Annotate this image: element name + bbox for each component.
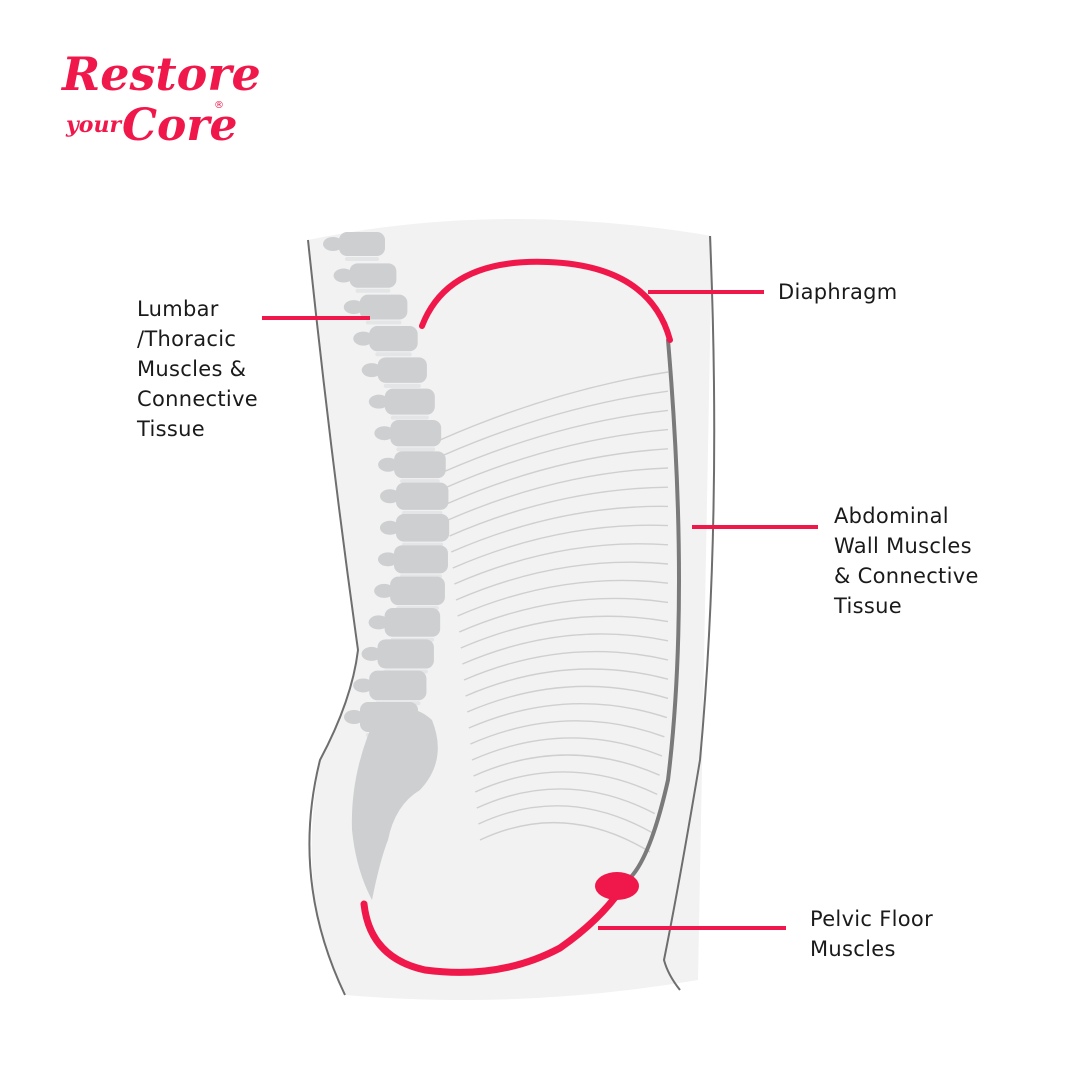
label-abdominal-line-3: & Connective bbox=[834, 564, 979, 588]
label-abdominal-wall: Abdominal Wall Muscles & Connective Tiss… bbox=[834, 501, 979, 621]
label-lumbar-line-5: Tissue bbox=[137, 417, 205, 441]
fiber-line bbox=[458, 597, 669, 633]
vertebra-process bbox=[378, 457, 399, 472]
logo-line-2-large: Core bbox=[122, 100, 238, 151]
label-diaphragm-line-1: Diaphragm bbox=[778, 280, 898, 304]
fiber-line bbox=[478, 805, 653, 834]
vertebra-disc bbox=[375, 352, 412, 357]
vertebra-process bbox=[323, 237, 343, 251]
vertebra-disc bbox=[383, 383, 421, 388]
fiber-line bbox=[466, 685, 669, 713]
fiber-line bbox=[474, 771, 658, 796]
vertebra-process bbox=[343, 300, 364, 315]
vertebra-process bbox=[368, 615, 389, 630]
vertebra-process bbox=[361, 646, 382, 661]
vertebra-disc bbox=[345, 257, 379, 261]
vertebra-process bbox=[353, 678, 374, 693]
vertebra-disc bbox=[390, 415, 429, 420]
fiber-line bbox=[460, 615, 669, 649]
fiber-line bbox=[457, 579, 669, 617]
fiber-line bbox=[439, 371, 669, 441]
fiber-line bbox=[470, 720, 665, 745]
label-lumbar-line-2: /Thoracic bbox=[137, 327, 237, 351]
vertebra-process bbox=[353, 331, 374, 346]
vertebra-process bbox=[374, 426, 395, 441]
vertebra-body bbox=[390, 420, 442, 447]
abdominal-fibers bbox=[439, 371, 669, 853]
vertebra-process bbox=[374, 583, 395, 598]
label-lumbar-line-3: Muscles & bbox=[137, 357, 247, 381]
abdominal-wall-line bbox=[626, 338, 681, 882]
fiber-line bbox=[449, 486, 669, 537]
label-diaphragm: Diaphragm bbox=[778, 277, 898, 307]
fiber-line bbox=[442, 409, 669, 473]
label-pelvic-line-2: Muscles bbox=[810, 937, 896, 961]
label-pelvic-floor: Pelvic Floor Muscles bbox=[810, 904, 933, 964]
logo-line-2-small: your bbox=[65, 112, 122, 138]
fiber-line bbox=[452, 524, 669, 569]
vertebra-process bbox=[379, 520, 400, 535]
fiber-line bbox=[446, 448, 669, 505]
vertebra-body bbox=[359, 294, 408, 320]
vertebra-body bbox=[396, 482, 449, 510]
vertebra-body bbox=[394, 451, 446, 479]
vertebra-body bbox=[377, 357, 427, 383]
spine-vertebrae bbox=[323, 232, 450, 737]
label-abdominal-line-4: Tissue bbox=[834, 594, 902, 618]
logo-line-1: Restore bbox=[60, 47, 261, 101]
vertebra-body bbox=[377, 639, 434, 669]
vertebra-disc bbox=[355, 288, 391, 293]
vertebra-body bbox=[384, 388, 435, 415]
back-outline bbox=[307, 239, 360, 996]
label-abdominal-line-1: Abdominal bbox=[834, 504, 949, 528]
vertebra-process bbox=[343, 710, 364, 724]
label-lumbar-thoracic: Lumbar /Thoracic Muscles & Connective Ti… bbox=[137, 294, 258, 444]
label-lumbar-line-1: Lumbar bbox=[137, 297, 219, 321]
fiber-line bbox=[441, 390, 669, 457]
vertebra-disc bbox=[400, 479, 440, 484]
fiber-line bbox=[454, 543, 669, 585]
front-outline bbox=[662, 235, 716, 991]
diaphragm-arc bbox=[419, 258, 673, 343]
vertebra-disc bbox=[365, 320, 402, 325]
vertebra-body bbox=[369, 326, 418, 352]
vertebra-process bbox=[361, 363, 382, 378]
vertebra-body bbox=[390, 576, 445, 606]
pelvic-floor-node bbox=[595, 872, 639, 900]
fiber-line bbox=[465, 668, 669, 697]
vertebra-body bbox=[369, 670, 427, 701]
vertebra-body bbox=[395, 514, 450, 542]
fiber-line bbox=[479, 821, 651, 853]
fiber-line bbox=[473, 754, 660, 777]
restore-your-core-logo: Restore your Core ® bbox=[60, 47, 261, 151]
vertebra-body bbox=[339, 232, 385, 256]
vertebra-body bbox=[384, 608, 441, 637]
fiber-line bbox=[450, 505, 669, 553]
fiber-line bbox=[476, 788, 656, 815]
label-abdominal-line-2: Wall Muscles bbox=[834, 534, 972, 558]
fiber-line bbox=[447, 467, 669, 521]
vertebra-disc bbox=[402, 510, 443, 515]
fiber-line bbox=[468, 703, 668, 729]
pelvic-floor-curve bbox=[360, 884, 626, 976]
label-pelvic-line-1: Pelvic Floor bbox=[810, 907, 933, 931]
vertebra-process bbox=[333, 268, 354, 283]
fiber-line bbox=[462, 633, 669, 665]
logo-registered-mark: ® bbox=[214, 100, 224, 111]
fiber-line bbox=[455, 561, 669, 601]
fiber-line bbox=[471, 737, 663, 761]
vertebra-process bbox=[380, 489, 401, 504]
fiber-line bbox=[444, 428, 669, 489]
vertebra-process bbox=[377, 552, 398, 567]
vertebra-disc bbox=[396, 447, 436, 452]
vertebra-body bbox=[393, 545, 448, 574]
vertebra-process bbox=[368, 394, 389, 409]
vertebra-body bbox=[349, 263, 397, 288]
label-lumbar-line-4: Connective bbox=[137, 387, 259, 411]
fiber-line bbox=[463, 650, 669, 681]
sacrum bbox=[351, 707, 438, 900]
